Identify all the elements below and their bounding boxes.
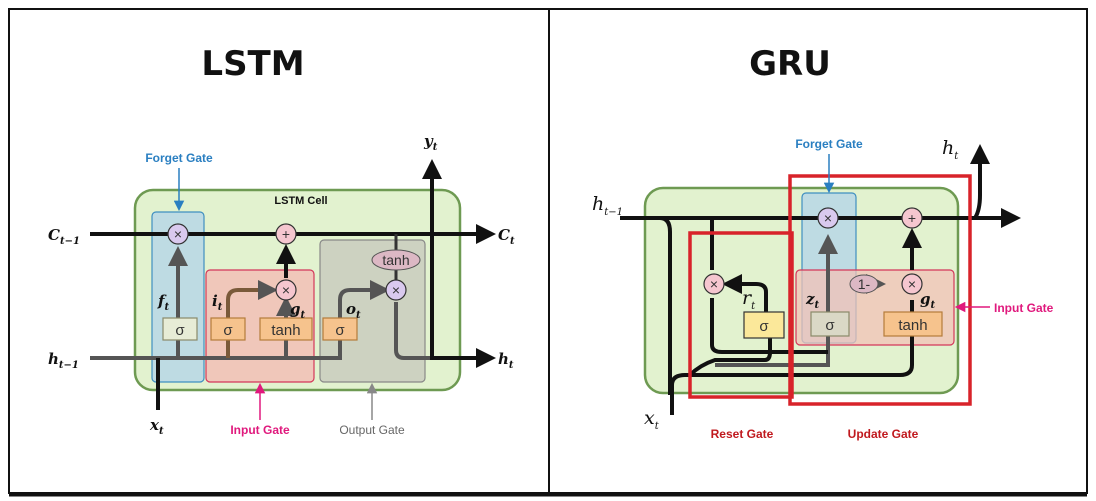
lstm-input-tanh-box: [259, 317, 313, 341]
gru-reset-gate-label: Reset Gate: [711, 427, 774, 441]
gru-z-label: zt: [805, 290, 820, 311]
gru-update-gate-label: Update Gate: [848, 427, 919, 441]
gru-candidate-mult-node: [901, 273, 923, 295]
lstm-forget-sigma-box: [162, 317, 198, 341]
gru-panel: GRU × + × × 1- σ σ: [592, 44, 1054, 441]
lstm-input-mult-symbol: ×: [282, 282, 290, 298]
lstm-h-next-label: ht: [498, 350, 514, 371]
lstm-input-i-path: [226, 280, 278, 358]
gru-h-branch-1: [659, 216, 672, 395]
lstm-output-mult-symbol: ×: [392, 282, 400, 298]
gru-reset-mult-node: [703, 273, 725, 295]
lstm-title: LSTM: [201, 44, 304, 84]
gru-candidate-tanh-label: tanh: [898, 317, 927, 334]
lstm-input-gate-label: Input Gate: [230, 423, 290, 437]
lstm-add-node: [275, 223, 297, 245]
gru-reset-to-candidate: [710, 298, 828, 354]
gru-reset-gate-highlight: [688, 231, 794, 399]
lstm-input-sigma-box: [210, 317, 246, 341]
lstm-forget-gate-label: Forget Gate: [145, 151, 213, 165]
gru-x-label: xt: [644, 407, 660, 432]
gru-reset-mult-symbol: ×: [710, 276, 718, 292]
lstm-i-label: it: [212, 292, 223, 313]
gru-input-gate-label: Input Gate: [994, 301, 1054, 315]
lstm-output-gate-region: [319, 239, 426, 383]
gru-x-to-reset: [688, 336, 772, 377]
lstm-input-tanh-label: tanh: [271, 322, 300, 339]
gru-update-sigma-label: σ: [825, 317, 835, 334]
lstm-output-sigma-box: [322, 317, 358, 341]
lstm-output-gate-label: Output Gate: [339, 423, 405, 437]
lstm-panel: LSTM LSTM Cell × + × ×: [48, 44, 515, 437]
gru-x-to-update: [715, 234, 838, 367]
lstm-o-label: ot: [346, 300, 361, 321]
lstm-c-prev-label: Ct−1: [48, 226, 80, 247]
gru-candidate-mult-symbol: ×: [908, 276, 916, 292]
lstm-c-next-label: Ct: [498, 226, 515, 247]
lstm-mult-to-h: [394, 302, 430, 360]
gru-g-label: gt: [920, 290, 936, 311]
lstm-cell-tanh-node: [371, 249, 421, 271]
lstm-forget-sigma-label: σ: [175, 322, 185, 339]
gru-r-label: rt: [742, 287, 756, 312]
gru-one-minus-label: 1-: [858, 276, 871, 292]
gru-candidate-tanh-box: [883, 311, 943, 337]
lstm-add-symbol: +: [282, 226, 290, 242]
lstm-input-sigma-label: σ: [223, 322, 233, 339]
gru-reset-arrow: [722, 274, 768, 312]
lstm-input-mult-node: [275, 279, 297, 301]
lstm-x-label: xt: [149, 416, 164, 437]
lstm-output-o-path: [338, 280, 390, 330]
gru-update-mult-symbol: ×: [824, 210, 832, 226]
gru-h-output-line: [970, 144, 990, 220]
gru-update-sigma-box: [810, 311, 850, 337]
gru-reset-sigma-box: [743, 311, 785, 339]
lstm-output-mult-node: [385, 279, 407, 301]
gru-h-next-label: ht: [942, 137, 959, 162]
lstm-g-label: gt: [290, 300, 306, 321]
lstm-cell-title: LSTM Cell: [274, 195, 327, 207]
lstm-forget-mult-symbol: ×: [174, 226, 182, 242]
lstm-output-sigma-label: σ: [335, 322, 345, 339]
lstm-forget-mult-node: [167, 223, 189, 245]
gru-forget-gate-label: Forget Gate: [795, 137, 863, 151]
lstm-h-prev-label: ht−1: [48, 350, 79, 371]
lstm-cell-tanh-label: tanh: [382, 252, 409, 268]
lstm-y-label: yt: [423, 132, 438, 153]
gru-one-minus-node: [849, 274, 879, 294]
gru-update-gate-highlight: [788, 174, 972, 406]
gru-update-mult-node: [817, 207, 839, 229]
gru-title: GRU: [749, 44, 831, 84]
gru-add-symbol: +: [908, 210, 916, 226]
gru-h-prev-label: ht−1: [592, 193, 623, 218]
lstm-f-label: ft: [157, 292, 169, 313]
gru-reset-sigma-label: σ: [759, 318, 769, 335]
gru-add-node: [901, 207, 923, 229]
